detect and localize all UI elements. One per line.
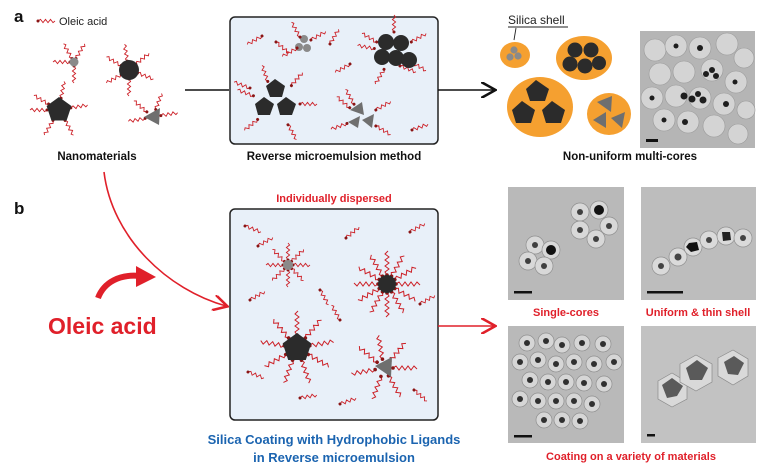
panel-a-label: a xyxy=(14,7,24,26)
silica-shell-pointer xyxy=(513,27,517,41)
method-box-contents xyxy=(232,14,430,141)
oleic-acid-legend-icon xyxy=(36,18,56,24)
oleic-acid-legend-label: Oleic acid xyxy=(59,16,107,28)
silica-shell-label: Silica shell xyxy=(508,13,565,27)
coating-box-contents xyxy=(242,221,437,407)
tem-image-single-cores xyxy=(508,187,624,300)
individually-dispersed-label: Individually dispersed xyxy=(276,193,392,205)
variety-caption: Coating on a variety of materials xyxy=(546,451,716,463)
oleic-acid-arrowhead xyxy=(136,266,156,287)
uniform-shell-caption: Uniform & thin shell xyxy=(646,307,751,319)
coating-box xyxy=(229,208,439,421)
single-cores-caption: Single-cores xyxy=(533,307,599,319)
method-caption: Reverse microemulsion method xyxy=(247,151,421,163)
nanomaterials-illustration xyxy=(29,42,179,137)
oleic-acid-big-label: Oleic acid xyxy=(48,313,157,339)
panel-b-label: b xyxy=(14,199,24,218)
coating-title-line1: Silica Coating with Hydrophobic Ligands xyxy=(208,432,461,447)
tem-image-variety-spheres xyxy=(508,326,624,443)
oleic-acid-thick-arrow xyxy=(95,272,141,300)
tem-image-uniform-shell xyxy=(641,187,756,300)
multicores-caption: Non-uniform multi-cores xyxy=(563,151,697,163)
tem-image-multicores xyxy=(640,31,756,148)
coating-title-line2: in Reverse microemulsion xyxy=(253,450,415,465)
arrow-to-coating-box xyxy=(103,171,226,306)
tem-image-variety-hexagons xyxy=(641,326,756,443)
nanomaterials-caption: Nanomaterials xyxy=(57,151,136,163)
silica-shell-illustration xyxy=(500,36,631,137)
